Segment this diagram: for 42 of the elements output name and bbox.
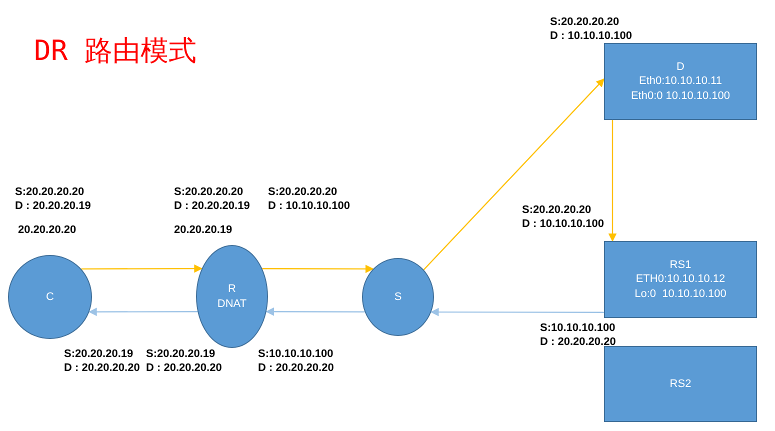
server-box [604,241,757,318]
ip-address: 20.20.20.20 [18,224,76,236]
server-box [604,43,757,120]
arrow [430,308,604,316]
packet-address: S:10.10.10.100 [258,347,334,361]
packet-address: D : 20.20.20.20 [146,361,222,375]
arrow [88,308,198,316]
packet-address: S:20.20.20.20 [522,203,592,217]
packet-address: S:20.20.20.20 [268,185,338,199]
node-label: C [46,290,54,304]
packet-address: S:20.20.20.20 [15,185,84,199]
arrow [608,120,617,242]
arrow [81,264,203,273]
packet-address: D : 10.10.10.100 [268,199,350,213]
packet-address: D : 20.20.20.20 [258,361,334,375]
packet-address: S:20.20.20.19 [64,347,134,361]
node-label: DNAT [217,296,247,311]
packet-address: D : 10.10.10.100 [550,29,632,43]
packet-address: D : 20.20.20.20 [540,335,616,349]
packet-address: D : 20.20.20.19 [174,199,250,213]
packet-address: D : 10.10.10.100 [522,217,604,231]
server-box [604,346,757,422]
packet-address: S:10.10.10.100 [540,321,616,335]
packet-address: S:20.20.20.20 [174,185,244,199]
node-label: R [228,282,236,296]
node-label: Eth0:10.10.10.11 [639,74,722,89]
packet-address: D : 20.20.20.20 [64,361,140,375]
arrow [423,78,605,270]
arrow [266,307,365,316]
node-label: RS2 [670,376,692,392]
node-label: RS1 [670,258,692,272]
node-label: D [676,60,684,74]
packet-address: D : 20.20.20.19 [15,199,91,213]
node-label: ETH0:10.10.10.12 [636,272,726,287]
title: DR 路由模式 [34,33,197,69]
node-label: Eth0:0 10.10.10.100 [630,88,730,103]
node-label: S [394,290,402,304]
packet-address: S:20.20.20.19 [146,347,216,361]
packet-address: S:20.20.20.20 [550,15,620,29]
node-label: Lo:0 10.10.10.100 [634,286,726,301]
arrow [262,264,374,274]
ip-address: 20.20.20.19 [174,224,232,236]
